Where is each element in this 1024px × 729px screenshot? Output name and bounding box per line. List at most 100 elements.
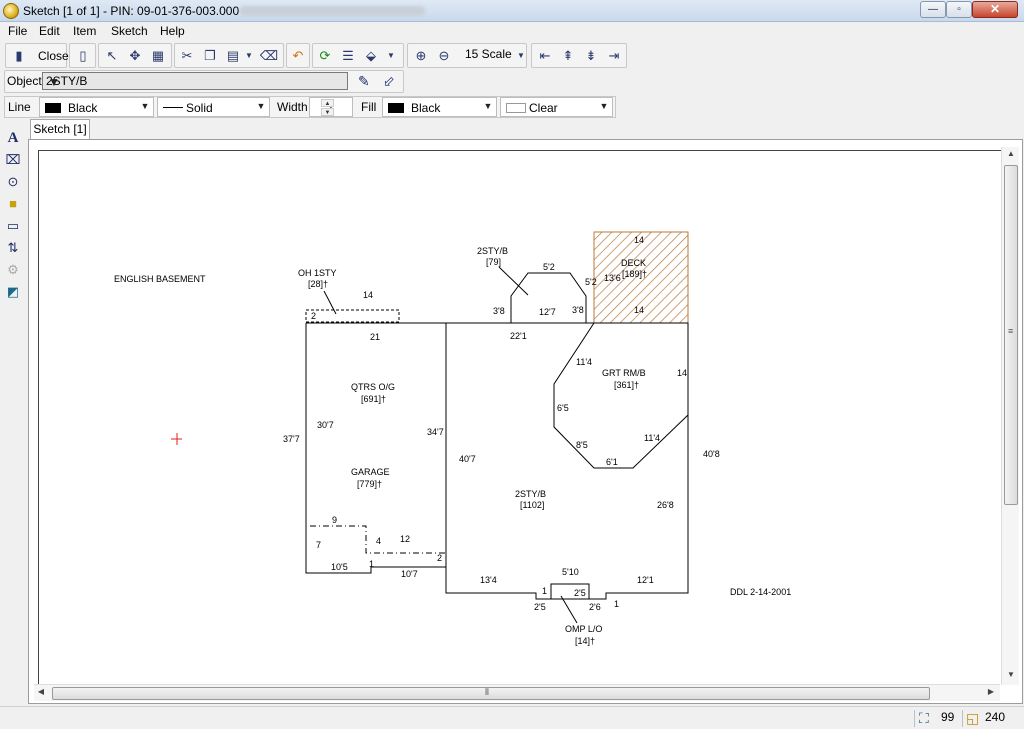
menu-edit[interactable]: Edit — [39, 24, 60, 38]
horizontal-scrollbar[interactable]: ◀ ⦀ ▶ — [34, 684, 1000, 701]
date-note: DDL 2-14-2001 — [730, 587, 791, 597]
dimension-label: 1 — [542, 586, 547, 596]
dimension-tool-icon[interactable]: ⇅ — [7, 240, 19, 255]
rectangle-tool-icon[interactable]: ▭ — [6, 218, 20, 233]
fill-tool-icon[interactable]: ■ — [9, 196, 17, 211]
object-select[interactable]: 2STY/B ▼ — [42, 72, 348, 90]
list-icon[interactable]: ☰ — [342, 48, 354, 63]
dimension-label: 1 — [369, 559, 374, 569]
new-page-button[interactable]: ▯ — [69, 43, 96, 68]
tab-sketch-1[interactable]: Sketch [1] — [30, 119, 90, 139]
great-room-outline[interactable] — [553, 322, 689, 469]
vertical-scrollbar[interactable]: ▲ ≡ ▼ — [1001, 147, 1019, 685]
flip-up-icon[interactable]: ⇞ — [562, 48, 574, 63]
fill-pattern-select[interactable]: Clear ▼ — [500, 97, 613, 117]
paste-icon[interactable]: ▤ — [226, 48, 240, 63]
tag-dropdown-icon[interactable]: ▼ — [387, 51, 395, 60]
dimension-label: 12'1 — [637, 575, 654, 585]
scroll-left-icon[interactable]: ◀ — [37, 687, 45, 696]
leader-omp — [560, 595, 578, 624]
move-icon[interactable]: ✥ — [129, 48, 141, 63]
scroll-down-icon[interactable]: ▼ — [1007, 670, 1015, 679]
polyline-tool-icon[interactable]: ⌧ — [5, 152, 21, 167]
title-bar: Sketch [1 of 1] - PIN: 09-01-376-003.000… — [0, 0, 1024, 22]
scale-dropdown-icon[interactable]: ▼ — [517, 51, 525, 60]
zoom-in-icon[interactable]: ⊕ — [415, 48, 427, 63]
flip-down-icon[interactable]: ⇟ — [585, 48, 597, 63]
main-toolbar: ▮ Close ▯ ↖ ✥ ▦ ✂ ❐ ▤ ▼ ⌫ ↶ ⟳ ☰ ⬙ ▼ ⊕ ⊖ … — [0, 42, 1024, 68]
fill-pattern-swatch — [506, 103, 526, 113]
cut-icon[interactable]: ✂ — [181, 48, 193, 63]
dimension-label: 4 — [376, 536, 381, 546]
line-style-select[interactable]: Solid ▼ — [157, 97, 270, 117]
menu-bar: File Edit Item Sketch Help — [0, 22, 1024, 41]
grid-select-icon[interactable]: ▦ — [151, 48, 165, 63]
vertical-scroll-thumb[interactable]: ≡ — [1004, 165, 1018, 505]
horizontal-scroll-thumb[interactable]: ⦀ — [52, 687, 930, 700]
dimension-label: 2'6 — [589, 602, 601, 612]
selection-tools: ↖ ✥ ▦ — [98, 43, 172, 68]
line-style-value: Solid — [186, 101, 213, 115]
area-size: [189]† — [622, 269, 647, 279]
area-name: OMP L/O — [565, 624, 602, 634]
flip-left-icon[interactable]: ⇤ — [539, 48, 551, 63]
main-house-outline[interactable] — [445, 322, 689, 600]
object-label: Object — [7, 74, 42, 88]
minimize-button[interactable]: — — [920, 1, 946, 18]
undo-button[interactable]: ↶ — [286, 43, 310, 68]
dimension-label: 7 — [316, 540, 321, 550]
eraser-icon[interactable]: ⌫ — [259, 48, 279, 63]
zoom-out-icon[interactable]: ⊖ — [438, 48, 450, 63]
text-tool-icon[interactable]: A — [7, 130, 19, 146]
tag-icon[interactable]: ⬙ — [366, 48, 376, 63]
spin-up-icon[interactable]: ▲ — [321, 99, 334, 107]
dimension-label: 13'6 — [604, 273, 621, 283]
dimension-label: 8'5 — [576, 440, 588, 450]
sketch-canvas[interactable]: ENGLISH BASEMENT DDL 2-14-2001 OH 1STY [… — [38, 150, 1001, 686]
width-stepper[interactable]: 1 ▲ ▼ — [309, 97, 353, 117]
edit-shape-icon[interactable]: ⬃ — [383, 73, 395, 89]
area-size: [691]† — [361, 394, 386, 404]
menu-sketch[interactable]: Sketch — [111, 24, 148, 38]
page-icon: ▯ — [79, 48, 87, 63]
dimension-label: 10'7 — [401, 569, 418, 579]
pen-icon[interactable]: ✎ — [358, 73, 370, 89]
flip-right-icon[interactable]: ⇥ — [608, 48, 620, 63]
circle-tool-icon[interactable]: ⊙ — [7, 174, 19, 189]
fill-color-swatch — [388, 103, 404, 113]
dimension-label: 14 — [634, 305, 644, 315]
dimension-label: 5'2 — [543, 262, 555, 272]
width-label: Width — [277, 100, 308, 114]
deck-area[interactable] — [593, 231, 689, 324]
line-color-select[interactable]: Black ▼ — [39, 97, 154, 117]
close-window-button[interactable]: ✕ — [972, 1, 1018, 18]
chevron-down-icon: ▼ — [140, 101, 150, 111]
undo-icon: ↶ — [292, 48, 304, 63]
bay-outline[interactable] — [510, 272, 587, 323]
area-size: [28]† — [308, 279, 328, 289]
leader-oh — [323, 290, 337, 315]
menu-help[interactable]: Help — [160, 24, 185, 38]
status-count-1: 99 — [941, 710, 955, 724]
menu-file[interactable]: File — [8, 24, 28, 38]
fill-color-select[interactable]: Black ▼ — [382, 97, 497, 117]
window-title: Sketch [1 of 1] - PIN: 09-01-376-003.000 — [23, 4, 240, 18]
label-tool-icon[interactable]: ◩ — [6, 284, 20, 299]
menu-item[interactable]: Item — [73, 24, 97, 38]
copy-icon[interactable]: ❐ — [204, 48, 216, 63]
dimension-label: 2 — [437, 553, 442, 563]
dimension-label: 11'4 — [644, 433, 660, 443]
scroll-right-icon[interactable]: ▶ — [987, 687, 995, 696]
area-size: [361]† — [614, 380, 639, 390]
scroll-up-icon[interactable]: ▲ — [1007, 149, 1015, 158]
scale-select[interactable]: 15 Scale — [465, 47, 512, 61]
paste-dropdown-icon[interactable]: ▼ — [245, 51, 253, 60]
dimension-label: 14 — [634, 235, 644, 245]
spin-down-icon[interactable]: ▼ — [321, 108, 334, 116]
maximize-button[interactable]: ▫ — [946, 1, 972, 18]
overhang-area[interactable] — [305, 309, 400, 323]
pointer-icon[interactable]: ↖ — [106, 48, 118, 63]
refresh-icon[interactable]: ⟳ — [319, 48, 331, 63]
close-button[interactable]: ▮ Close — [5, 43, 69, 68]
grip-icon: ⦀ — [485, 687, 489, 697]
